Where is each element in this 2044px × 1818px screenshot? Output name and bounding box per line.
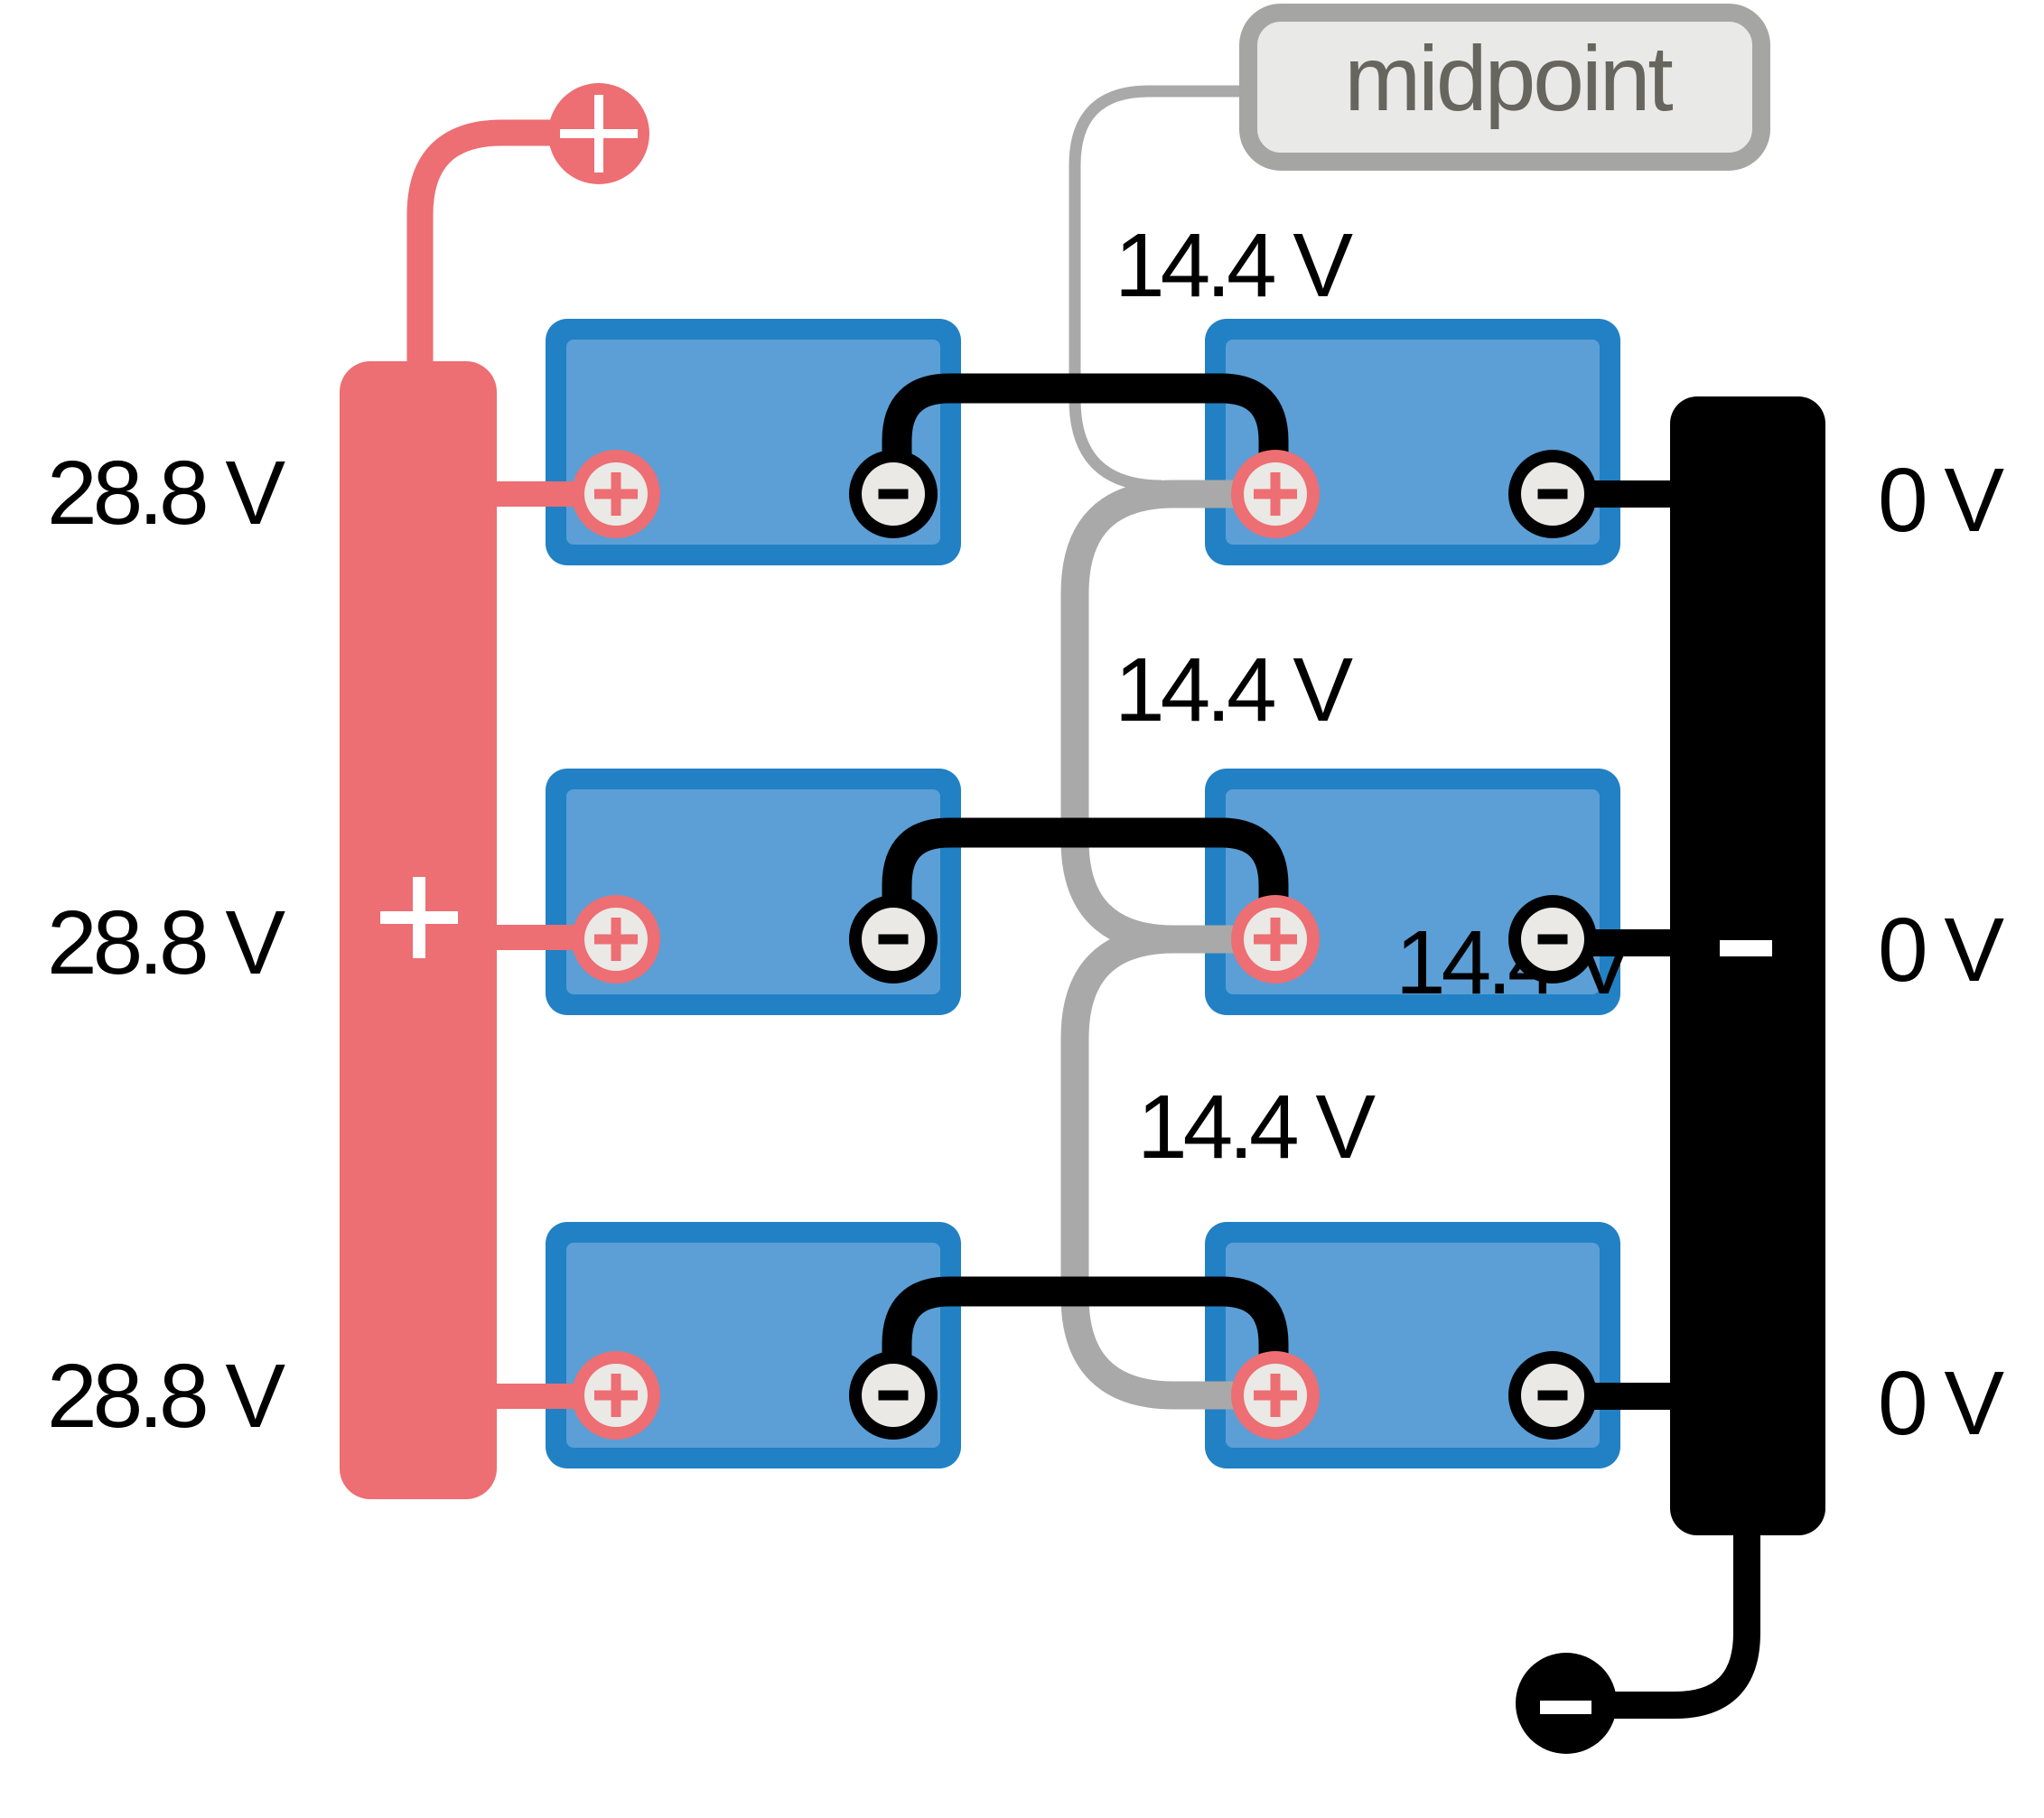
svg-text:0 V: 0 V — [1878, 1353, 2004, 1454]
svg-text:0 V: 0 V — [1878, 450, 2004, 551]
svg-text:0 V: 0 V — [1878, 900, 2004, 1001]
svg-text:midpoint: midpoint — [1344, 27, 1673, 130]
svg-text:28.8 V: 28.8 V — [47, 892, 285, 993]
svg-text:28.8 V: 28.8 V — [47, 1346, 285, 1447]
svg-text:14.4 V: 14.4 V — [1137, 1077, 1376, 1178]
svg-text:28.8 V: 28.8 V — [47, 443, 285, 544]
svg-text:14.4 V: 14.4 V — [1115, 215, 1353, 316]
svg-text:14.4 V: 14.4 V — [1115, 639, 1353, 741]
